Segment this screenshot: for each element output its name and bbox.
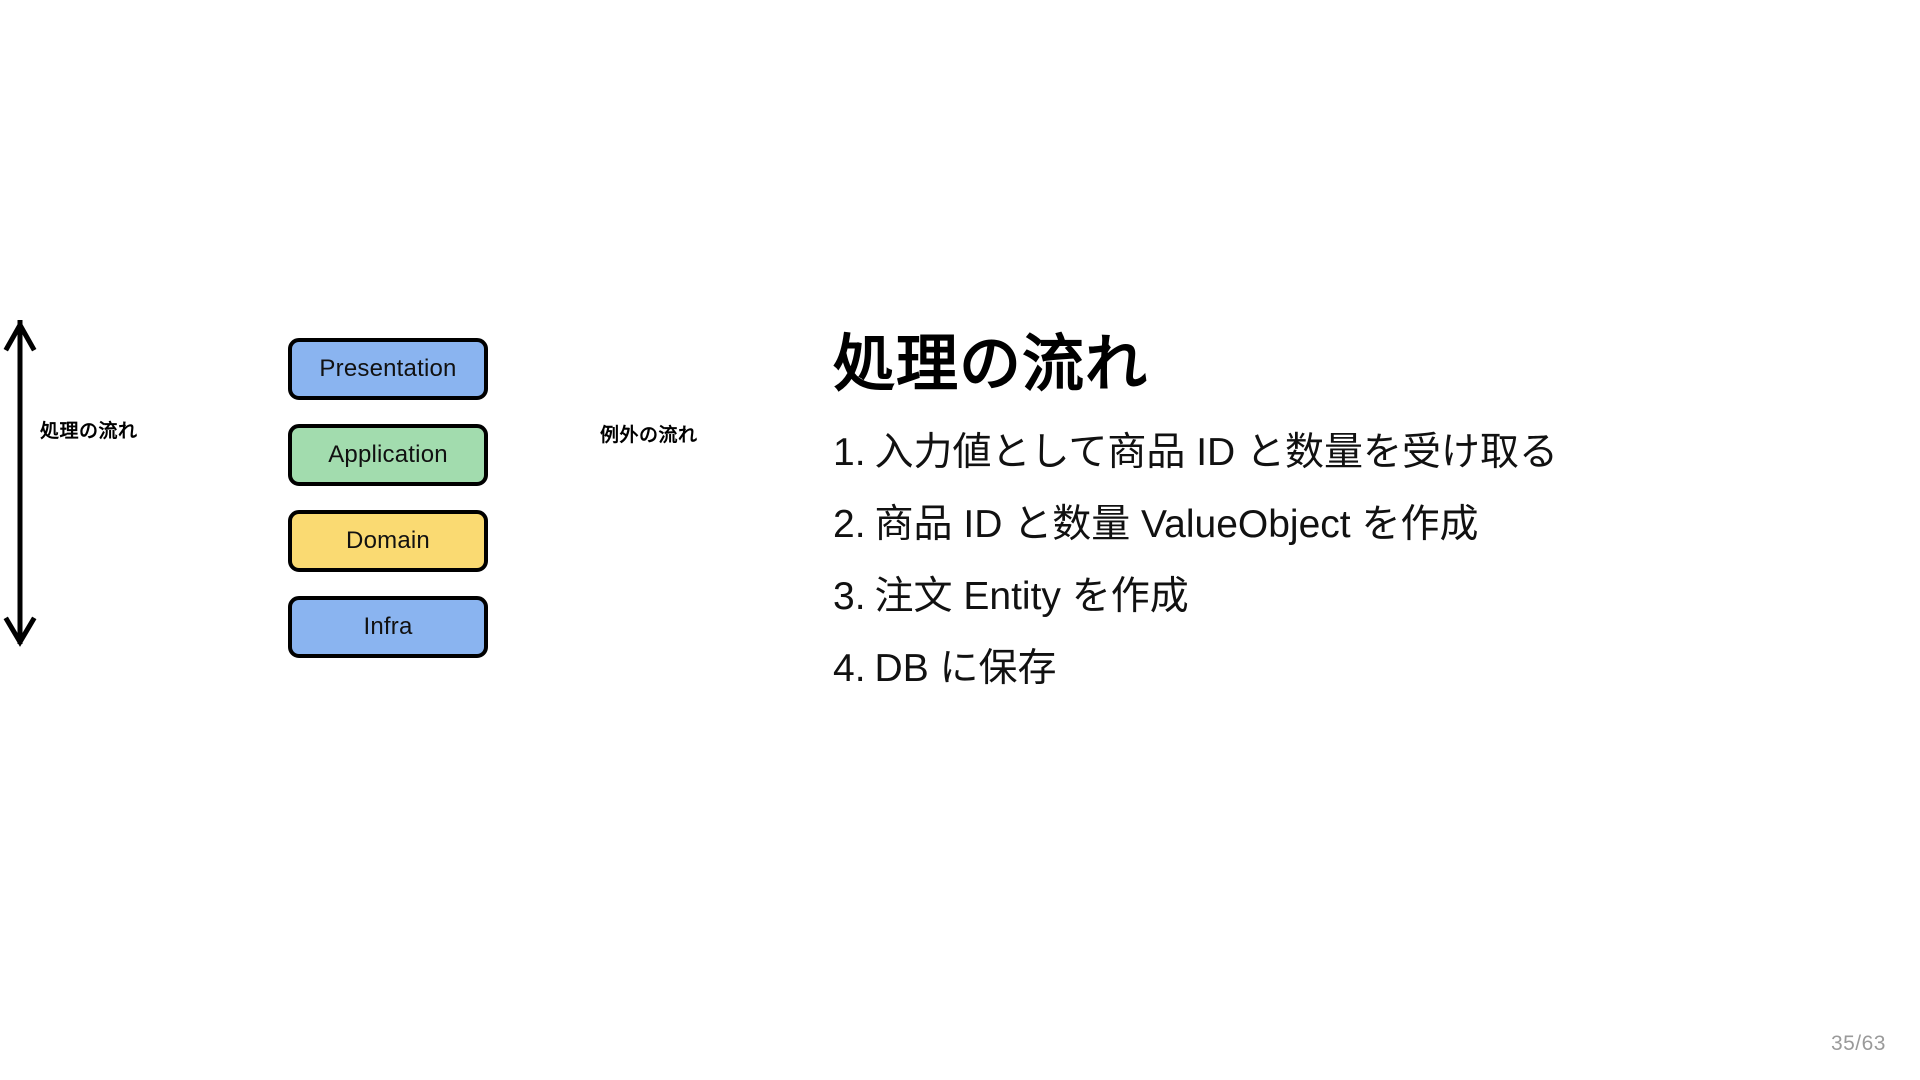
list-item: 2. 商品 ID と数量 ValueObject を作成 xyxy=(833,505,1843,544)
layer-box-presentation[interactable]: Presentation xyxy=(288,338,488,400)
step-number: 1. xyxy=(833,431,866,475)
layer-stack: Presentation Application Domain Infra xyxy=(288,338,488,658)
layer-box-domain[interactable]: Domain xyxy=(288,510,488,572)
step-text: 商品 ID と数量 ValueObject を作成 xyxy=(874,503,1479,547)
step-number: 2. xyxy=(833,503,866,547)
step-number: 3. xyxy=(833,575,866,619)
layer-box-application[interactable]: Application xyxy=(288,424,488,486)
process-step-list: 1. 入力値として商品 ID と数量を受け取る 2. 商品 ID と数量 Val… xyxy=(833,433,1843,688)
page-title: 処理の流れ xyxy=(833,330,1149,399)
page-indicator: 35/63 xyxy=(1830,1032,1886,1055)
step-number: 4. xyxy=(833,647,866,691)
layer-label-application: Application xyxy=(328,441,448,468)
arrow-up-icon xyxy=(3,319,37,644)
list-item: 3. 注文 Entity を作成 xyxy=(833,577,1843,616)
layer-label-domain: Domain xyxy=(346,527,430,554)
step-text: 入力値として商品 ID と数量を受け取る xyxy=(874,431,1559,475)
exception-flow-label: 例外の流れ xyxy=(600,425,698,446)
step-text: 注文 Entity を作成 xyxy=(874,575,1189,619)
layer-label-infra: Infra xyxy=(363,613,413,640)
layer-box-infra[interactable]: Infra xyxy=(288,596,488,658)
content-panel: 処理の流れ 1. 入力値として商品 ID と数量を受け取る 2. 商品 ID と… xyxy=(833,330,1843,688)
list-item: 4. DB に保存 xyxy=(833,649,1843,688)
step-text: DB に保存 xyxy=(874,647,1057,691)
layer-label-presentation: Presentation xyxy=(319,355,457,382)
list-item: 1. 入力値として商品 ID と数量を受け取る xyxy=(833,433,1843,472)
layered-architecture-diagram: 処理の流れ Presentation Application Domain In… xyxy=(0,319,697,750)
process-flow-label: 処理の流れ xyxy=(40,421,138,442)
